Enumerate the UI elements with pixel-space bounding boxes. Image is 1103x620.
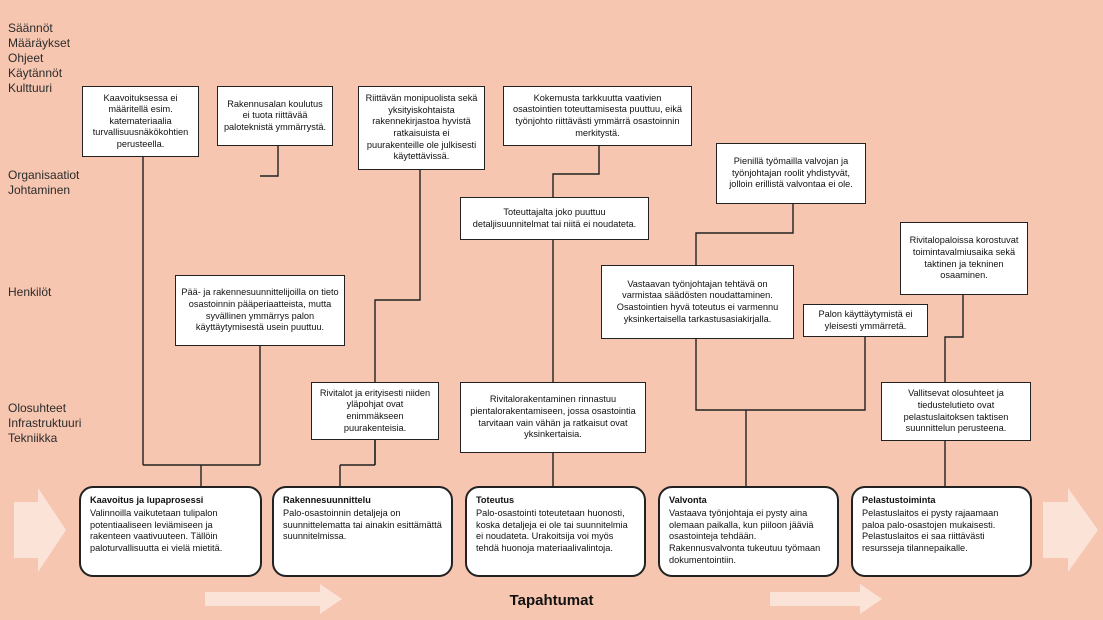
event-toteutus: Toteutus Palo-osastointi toteutetaan huo… [465, 486, 646, 577]
footer-title: Tapahtumat [509, 592, 594, 609]
factor-koulutus: Rakennusalan koulutus ei tuota riittävää… [217, 86, 333, 146]
factor-text: Toteuttajalta joko puuttuu detaljisuunni… [472, 206, 637, 229]
event-rakennesuunnittelu: Rakennesuunnittelu Palo-osastoinnin deta… [272, 486, 453, 577]
event-kaavoitus: Kaavoitus ja lupaprosessi Valinnoilla va… [79, 486, 262, 577]
event-text: Palo-osastointi toteutetaan huonosti, ko… [476, 507, 628, 554]
factor-text: Kokemusta tarkkuutta vaativien osastoint… [512, 92, 683, 138]
factor-text: Vastaavan työnjohtajan tehtävä on varmis… [616, 278, 779, 324]
event-pelastustoiminta: Pelastustoiminta Pelastuslaitos ei pysty… [851, 486, 1032, 577]
level-label: Infrastruktuuri [8, 416, 82, 430]
factor-rivitalopaloissa: Rivitalopaloissa korostuvat toimintavalm… [900, 222, 1028, 295]
level-saannot: Säännöt Määräykset Ohjeet Käytännöt Kult… [8, 21, 70, 96]
level-label: Henkilöt [8, 285, 52, 299]
factor-vallitsevat: Vallitsevat olosuhteet ja tiedustelutiet… [881, 382, 1031, 441]
level-label: Tekniikka [8, 431, 58, 445]
level-label: Käytännöt [8, 66, 63, 80]
level-label: Organisaatiot [8, 168, 80, 182]
event-title: Kaavoitus ja lupaprosessi [90, 495, 204, 505]
left-arrow [14, 488, 66, 572]
level-olosuhteet: Olosuhteet Infrastruktuuri Tekniikka [8, 401, 81, 446]
event-text: Vastaava työnjohtaja ei pysty aina olema… [669, 507, 821, 565]
factor-rakennekirjasto: Riittävän monipuolista sekä yksityiskoht… [358, 86, 485, 170]
factor-text: Kaavoituksessa ei määritellä esim. katem… [92, 92, 189, 149]
bottom-left-arrow [205, 584, 342, 614]
event-title: Rakennesuunnittelu [283, 495, 371, 505]
event-title: Pelastustoiminta [862, 495, 936, 505]
factor-rivitalorakentaminen: Rivitalorakentaminen rinnastuu pientalor… [460, 382, 646, 453]
level-henkilot: Henkilöt [8, 285, 51, 300]
factor-text: Pienillä työmailla valvojan ja työnjohta… [729, 156, 853, 190]
right-arrow [1043, 488, 1098, 572]
factor-kaavoitus-rules: Kaavoituksessa ei määritellä esim. katem… [82, 86, 199, 157]
level-label: Johtaminen [8, 183, 71, 197]
factor-palon-kayttaytymista: Palon käyttäytymistä ei yleisesti ymmärr… [803, 304, 928, 337]
line-kokemus [552, 146, 600, 197]
factor-text: Vallitsevat olosuhteet ja tiedustelutiet… [903, 388, 1009, 434]
level-label: Määräykset [8, 36, 71, 50]
event-title: Valvonta [669, 495, 707, 505]
event-valvonta: Valvonta Vastaava työnjohtaja ei pysty a… [658, 486, 839, 577]
factor-rivitalot-ja-erityisesti: Rivitalot ja erityisesti niiden yläpohja… [311, 382, 439, 440]
factor-vastaavan: Vastaavan työnjohtajan tehtävä on varmis… [601, 265, 794, 339]
line-rivitalopaloissa [944, 295, 964, 382]
factor-text: Pää- ja rakennesuunnittelijoilla on tiet… [181, 287, 339, 333]
level-label: Ohjeet [8, 51, 44, 65]
event-text: Pelastuslaitos ei pysty rajaamaan paloa … [862, 507, 999, 554]
level-label: Kulttuuri [8, 81, 53, 95]
line-vastaavan [695, 337, 866, 411]
factor-text: Rivitalorakentaminen rinnastuu pientalor… [470, 394, 636, 440]
line-koulutus [260, 146, 279, 177]
factor-text: Riittävän monipuolista sekä yksityiskoht… [365, 93, 478, 162]
bottom-right-arrow [770, 584, 882, 614]
event-title: Toteutus [476, 495, 515, 505]
level-label: Säännöt [8, 21, 53, 35]
factor-text: Rivitalot ja erityisesti niiden yläpohja… [319, 387, 431, 433]
factor-text: Rakennusalan koulutus ei tuota riittävää… [223, 98, 327, 132]
factor-paa-ja-rakennesuunnittelijoilla: Pää- ja rakennesuunnittelijoilla on tiet… [175, 275, 345, 346]
line-pienilla [695, 204, 794, 265]
event-text: Valinnoilla vaikutetaan tulipalon potent… [90, 507, 223, 554]
factor-pienilla-tyomailla: Pienillä työmailla valvojan ja työnjohta… [716, 143, 866, 204]
level-label: Olosuhteet [8, 401, 67, 415]
factor-toteuttajalta: Toteuttajalta joko puuttuu detaljisuunni… [460, 197, 649, 240]
factor-text: Rivitalopaloissa korostuvat toimintavalm… [909, 235, 1019, 281]
level-organisaatiot: Organisaatiot Johtaminen [8, 168, 79, 198]
factor-text: Palon käyttäytymistä ei yleisesti ymmärr… [818, 308, 913, 331]
factor-kokemus: Kokemusta tarkkuutta vaativien osastoint… [503, 86, 692, 146]
event-text: Palo-osastoinnin detaljeja on suunnittel… [283, 507, 442, 542]
